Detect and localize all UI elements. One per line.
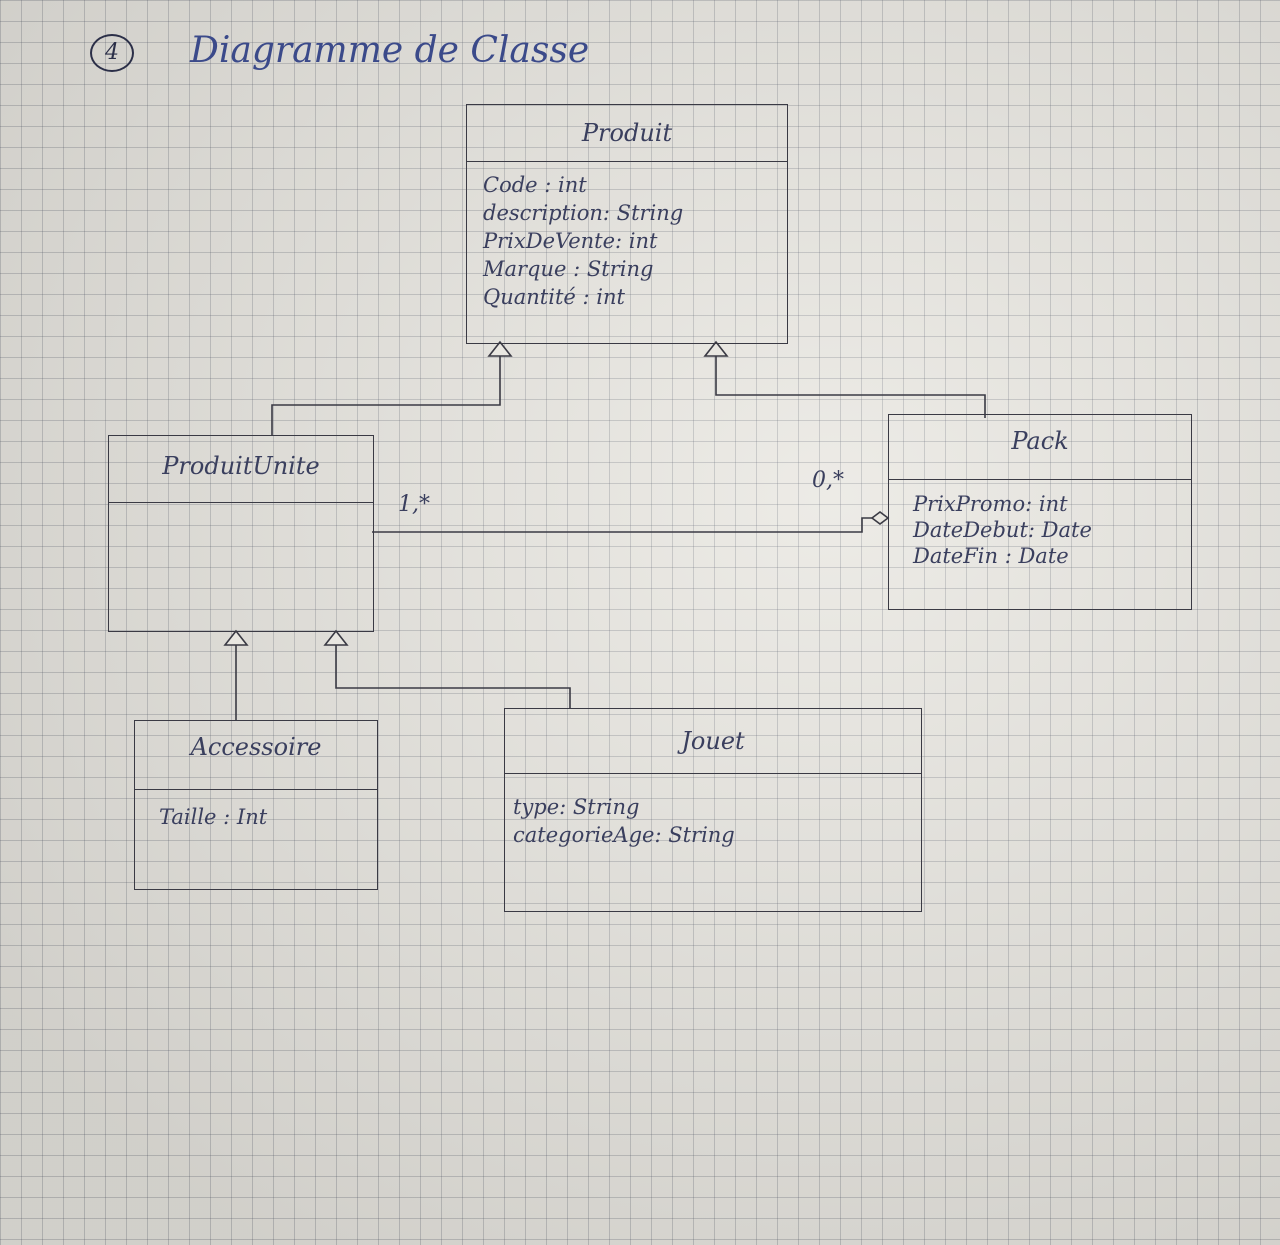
attribute: DateFin : Date [913,544,1069,568]
class-name-produit-unite: ProduitUnite [162,452,320,480]
multiplicity-produitunite-end: 1,* [398,492,430,517]
attribute: DateDebut: Date [913,518,1092,542]
class-accessoire: Accessoire Taille : Int [134,720,378,890]
attribute: categorieAge: String [513,823,735,847]
attribute: Taille : Int [159,805,268,829]
class-name-jouet: Jouet [681,727,745,755]
class-separator [109,502,373,503]
class-jouet: Jouet type: String categorieAge: String [504,708,922,912]
aggregation-diamond [870,511,890,525]
class-name-accessoire: Accessoire [190,733,322,761]
line-aggregation [372,517,872,533]
class-separator [505,773,921,774]
class-separator [889,479,1191,480]
inheritance-arrowhead [223,629,249,646]
attribute: type: String [513,795,640,819]
attribute: PrixPromo: int [913,492,1068,516]
class-separator [467,161,787,162]
attribute: Code : int [483,173,587,197]
class-name-pack: Pack [1011,427,1069,455]
inheritance-arrowhead [323,629,349,646]
attribute: Quantité : int [483,285,625,309]
attribute: description: String [483,201,684,225]
attribute: PrixDeVente: int [483,229,658,253]
attributes-pack: PrixPromo: int DateDebut: Date DateFin :… [913,491,1092,569]
section-number: 4 [90,34,134,72]
inheritance-arrowhead [703,340,729,357]
class-produit-unite: ProduitUnite [108,435,374,632]
line-jouet-produitunite [335,645,571,708]
multiplicity-pack-end: 0,* [812,468,844,493]
attributes-produit: Code : int description: String PrixDeVen… [483,171,683,311]
line-pack-produit [715,356,986,418]
class-produit: Produit Code : int description: String P… [466,104,788,344]
line-produitunite-produit [271,356,501,435]
class-pack: Pack PrixPromo: int DateDebut: Date Date… [888,414,1192,610]
class-name-produit: Produit [581,119,673,147]
class-separator [135,789,377,790]
diagram-title: Diagramme de Classe [190,30,590,71]
inheritance-arrowhead [487,340,513,357]
attributes-jouet: type: String categorieAge: String [513,793,735,849]
attribute: Marque : String [483,257,654,281]
attributes-accessoire: Taille : Int [159,803,267,831]
